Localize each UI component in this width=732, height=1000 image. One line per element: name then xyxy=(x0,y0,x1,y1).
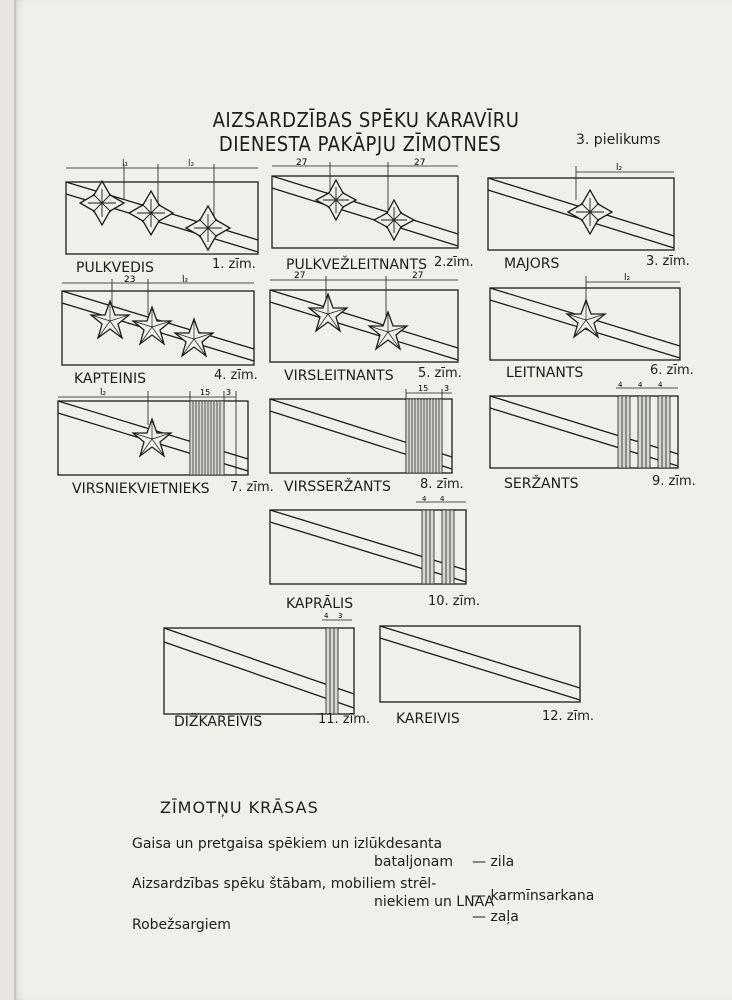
color-row-unit: Robežsargiem xyxy=(132,917,231,933)
star-icon xyxy=(89,299,131,340)
rank-stripe xyxy=(325,627,339,715)
rank-label: KAPRĀLIS xyxy=(286,596,354,612)
pattern-star-icon xyxy=(127,189,175,237)
insignia-2: 27 27 xyxy=(271,158,459,249)
color-row-unit-cont: bataljonam xyxy=(374,854,453,870)
star-icon xyxy=(565,298,607,339)
insignia-4: 23 l₂ xyxy=(61,275,255,366)
color-row-value: — zaļa xyxy=(472,909,519,925)
dim-label: l₂ xyxy=(100,388,107,398)
dim-label: 3 xyxy=(226,388,231,397)
star-icon xyxy=(307,292,349,333)
dim-label: 3 xyxy=(338,612,342,620)
figure-number: 1. zīm. xyxy=(212,257,256,272)
color-row-unit: Gaisa un pretgaisa spēkiem un izlūkdesan… xyxy=(132,836,443,852)
pattern-star-icon xyxy=(566,188,614,236)
insignia-7: l₂ 15 3 xyxy=(57,388,249,476)
dim-label: l₂ xyxy=(182,275,189,285)
pattern-star-icon xyxy=(372,198,416,242)
dim-label: 4 xyxy=(440,495,445,503)
rank-stripe xyxy=(421,509,455,585)
rank-label: KAPTEINIS xyxy=(74,371,146,387)
color-row-unit-cont: niekiem un LNAA xyxy=(374,894,495,910)
rank-label: LEITNANTS xyxy=(506,365,584,381)
figure-number: 11. zīm. xyxy=(318,712,371,727)
dim-label: 4 xyxy=(658,381,663,389)
color-row-unit: Aizsardzības spēku štābam, mobiliem strē… xyxy=(132,876,437,892)
appendix-label: 3. pielikums xyxy=(576,132,661,148)
rank-label: PULKVEDIS xyxy=(76,260,154,276)
dim-label: 23 xyxy=(124,275,135,285)
document-title-line-1: AIZSARDZĪBAS SPĒKU KARAVĪRU xyxy=(212,108,520,132)
rank-label: SERŽANTS xyxy=(504,476,579,492)
figure-number: 12. zīm. xyxy=(542,709,595,724)
pattern-star-icon xyxy=(78,179,126,227)
dim-label: l₂ xyxy=(616,163,623,173)
dim-label: l₁ xyxy=(122,159,129,169)
dim-label: 15 xyxy=(200,388,210,397)
rank-label: VIRSLEITNANTS xyxy=(284,368,394,384)
figure-number: 8. zīm. xyxy=(420,477,464,492)
insignia-3: l₂ xyxy=(487,163,675,251)
insignia-9: 4 4 4 xyxy=(489,381,679,469)
insignia-6: l₂ xyxy=(489,273,681,361)
insignia-8: 15 3 xyxy=(269,384,453,474)
pattern-star-icon xyxy=(314,178,358,222)
colors-section-title: ZĪMOTŅU KRĀSAS xyxy=(160,798,319,817)
pattern-star-icon xyxy=(184,204,232,252)
star-icon xyxy=(173,317,215,358)
dim-label: 4 xyxy=(638,381,643,389)
dim-label: 3 xyxy=(444,384,449,393)
rank-stripe xyxy=(189,400,225,476)
rank-label: VIRSSERŽANTS xyxy=(284,479,391,495)
dim-label: l₂ xyxy=(188,159,195,169)
document-page xyxy=(14,0,732,1000)
dim-label: 15 xyxy=(418,384,428,393)
dim-label: 4 xyxy=(324,612,329,620)
rank-label: KAREIVIS xyxy=(396,711,460,727)
figure-number: 10. zīm. xyxy=(428,594,481,609)
star-icon xyxy=(131,305,173,346)
dim-label: 4 xyxy=(618,381,623,389)
dim-label: 27 xyxy=(412,271,423,281)
figure-number: 9. zīm. xyxy=(652,474,696,489)
figure-number: 4. zīm. xyxy=(214,368,258,383)
figure-number: 5. zīm. xyxy=(418,366,462,381)
color-row-value: — karmīnsarkana xyxy=(472,888,595,904)
dim-label: l₂ xyxy=(624,273,631,283)
figure-number: 6. zīm. xyxy=(650,363,694,378)
dim-label: 27 xyxy=(296,158,307,168)
rank-label: VIRSNIEKVIETNIEKS xyxy=(72,481,210,497)
rank-label: MAJORS xyxy=(504,256,560,272)
page-fold-edge xyxy=(14,0,16,1000)
figure-number: 2.zīm. xyxy=(434,255,474,270)
insignia-10: 4 4 xyxy=(269,495,467,585)
figure-number: 3. zīm. xyxy=(646,254,690,269)
document-title-line-2: DIENESTA PAKĀPJU ZĪMOTNES xyxy=(218,132,502,156)
dim-label: 27 xyxy=(294,271,305,281)
color-row-value: — zila xyxy=(472,854,515,870)
star-icon xyxy=(131,417,173,458)
dim-label: 4 xyxy=(422,495,427,503)
insignia-11: 4 3 xyxy=(163,612,355,715)
insignia-5: 27 27 xyxy=(269,271,459,363)
rank-label: DIŽKAREIVIS xyxy=(174,714,263,730)
star-icon xyxy=(367,310,409,351)
rank-label: PULKVEŽLEITNANTS xyxy=(286,257,427,273)
insignia-12 xyxy=(379,625,581,703)
insignia-1: l₁ l₂ xyxy=(65,159,259,255)
rank-stripe xyxy=(405,398,443,474)
figure-number: 7. zīm. xyxy=(230,480,274,495)
dim-label: 27 xyxy=(414,158,425,168)
rank-stripe xyxy=(617,395,671,469)
